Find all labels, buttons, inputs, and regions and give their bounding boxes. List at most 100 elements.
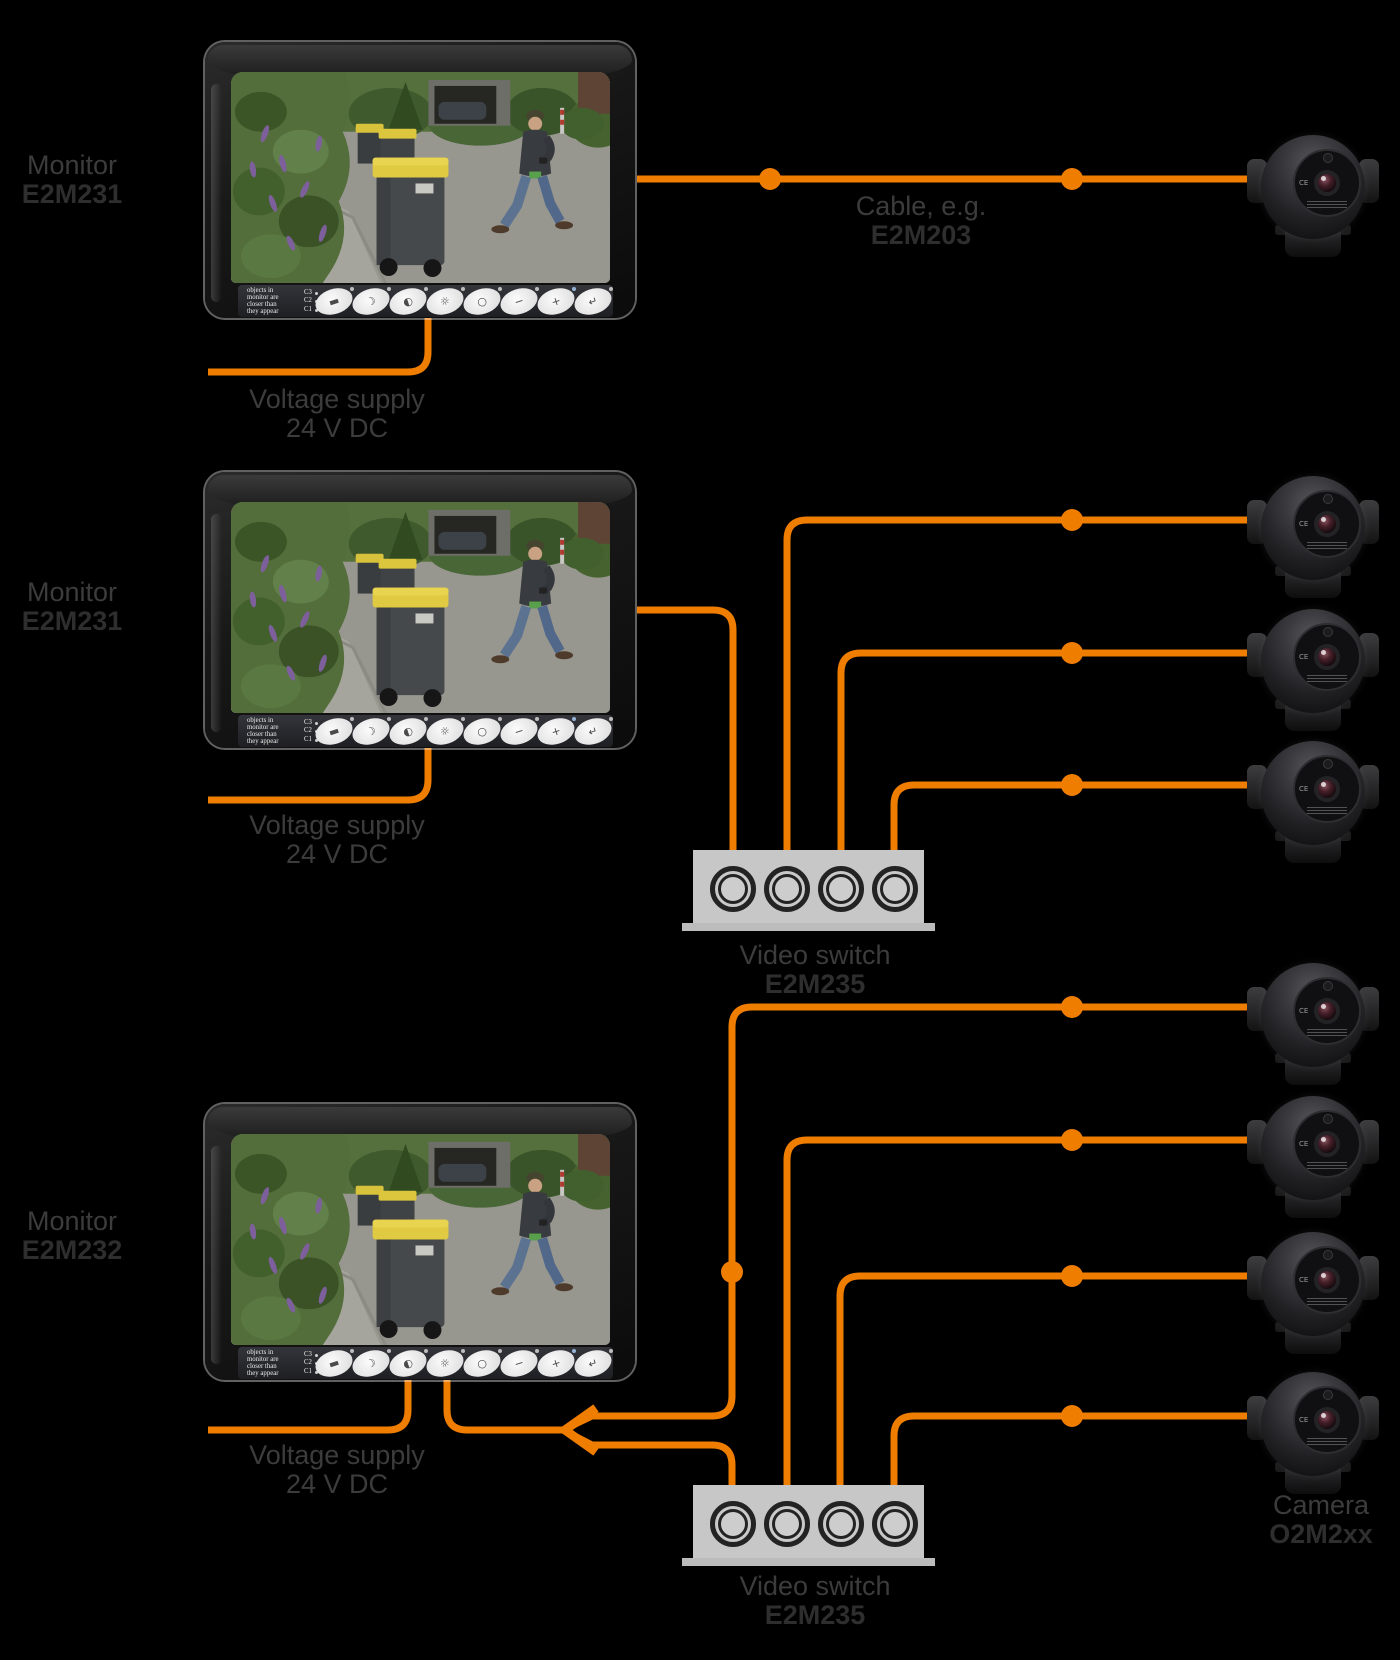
monitor-button-enter[interactable]: ↵	[571, 283, 615, 320]
monitor-2-type: Monitor	[26, 577, 118, 607]
warning-line: objects in	[247, 287, 274, 294]
monitor-button-plus[interactable]: +	[534, 283, 578, 320]
monitor-button-brightness[interactable]: ☼	[423, 713, 467, 750]
monitor-housing: objects in monitor are closer than they …	[205, 472, 635, 750]
monitor-button-display[interactable]: ▬	[312, 283, 356, 320]
video-switch-base	[682, 1558, 935, 1566]
button-led	[387, 717, 391, 721]
warning-line: closer than	[247, 1363, 277, 1371]
monitor-button-enter[interactable]: ↵	[571, 1345, 615, 1382]
switch2-port-3[interactable]	[818, 1501, 864, 1547]
monitor-button-night[interactable]: ☽	[349, 713, 393, 750]
switch1-port-4[interactable]	[872, 866, 918, 912]
label-cable: Cable, e.g. E2M203	[841, 192, 1001, 250]
enter-icon: ↵	[586, 723, 600, 740]
button-led	[498, 287, 502, 291]
port-socket	[880, 1509, 910, 1539]
ce-mark: CE	[1299, 653, 1309, 661]
button-led-active	[572, 1349, 576, 1353]
connector-dot	[759, 168, 781, 190]
port-socket	[772, 1509, 802, 1539]
monitor-button-minus[interactable]: −	[497, 283, 541, 320]
monitor-button-display[interactable]: ▬	[312, 713, 356, 750]
monitor-button-contrast[interactable]: ◐	[386, 1345, 430, 1382]
wire-switch2-port4-to-camera	[890, 1412, 1250, 1503]
camera-code: O2M2xx	[1269, 1519, 1373, 1549]
monitor-button-display[interactable]: ▬	[312, 1345, 356, 1382]
channel-led	[314, 1353, 318, 1357]
channel-row: C3	[304, 719, 318, 727]
camera-label-plate	[1307, 1298, 1347, 1307]
monitor-control-panel: objects in monitor are closer than they …	[238, 283, 615, 320]
switch1-port-3[interactable]	[818, 866, 864, 912]
monitor-button-contrast[interactable]: ◐	[386, 283, 430, 320]
monitor-button-minus[interactable]: −	[497, 1345, 541, 1382]
monitor-button-plus[interactable]: +	[534, 713, 578, 750]
cables	[208, 175, 1250, 1503]
connector-dots	[721, 168, 1083, 1427]
camera-lens-icon	[1314, 1131, 1340, 1157]
monitor-button-brightness[interactable]: ☼	[423, 1345, 467, 1382]
contrast-icon: ◐	[401, 1355, 415, 1372]
monitor-e2m231-top: objects in monitor are closer than they …	[205, 42, 635, 320]
channel-label: C1	[304, 1367, 312, 1375]
camera-lens-icon	[1314, 1407, 1340, 1433]
switch2-port-2[interactable]	[764, 1501, 810, 1547]
label-switch-2: Video switch E2M235	[715, 1572, 915, 1630]
warning-line: they appear	[247, 308, 279, 316]
camera-label-plate	[1307, 542, 1347, 551]
warning-line: they appear	[247, 1370, 279, 1378]
ce-mark: CE	[1299, 1140, 1309, 1148]
port-socket	[718, 874, 748, 904]
warning-line: closer than	[247, 301, 277, 309]
monitor-button-menu[interactable]: ○	[460, 713, 504, 750]
monitor-button-minus[interactable]: −	[497, 713, 541, 750]
wire-switch2-port2-to-camera	[783, 1136, 1250, 1503]
monitor-button-menu[interactable]: ○	[460, 1345, 504, 1382]
label-monitor-1: Monitor E2M231	[2, 151, 142, 209]
wire-switch1-port4-to-camera	[890, 781, 1250, 868]
monitor-3-code: E2M232	[21, 1235, 123, 1265]
connector-dot	[1061, 1129, 1083, 1151]
button-led	[350, 287, 354, 291]
camera-mid-3: CE	[1247, 741, 1379, 863]
button-led	[535, 287, 539, 291]
monitor-button-contrast[interactable]: ◐	[386, 713, 430, 750]
button-led	[387, 1349, 391, 1353]
switch1-port-2[interactable]	[764, 866, 810, 912]
switch1-port-1[interactable]	[710, 866, 756, 912]
channel-label: C1	[304, 735, 312, 743]
warning-line: monitor are	[247, 1356, 279, 1364]
camera-screw	[1323, 494, 1333, 504]
monitor-button-brightness[interactable]: ☼	[423, 283, 467, 320]
monitor-edge-highlight	[211, 1146, 222, 1364]
camera-lens-icon	[1314, 1267, 1340, 1293]
camera-lens-icon	[1314, 511, 1340, 537]
switch2-port-1[interactable]	[710, 1501, 756, 1547]
brightness-icon: ☼	[438, 723, 452, 740]
monitor-housing: objects in monitor are closer than they …	[205, 42, 635, 320]
cable-caption: Cable, e.g.	[855, 191, 987, 221]
switch2-port-4[interactable]	[872, 1501, 918, 1547]
label-camera-group: Camera O2M2xx	[1243, 1491, 1399, 1549]
channel-row: C3	[304, 1351, 318, 1359]
enter-icon: ↵	[586, 1355, 600, 1372]
monitor-button-night[interactable]: ☽	[349, 283, 393, 320]
monitor-button-menu[interactable]: ○	[460, 283, 504, 320]
button-led	[609, 717, 613, 721]
button-led	[498, 717, 502, 721]
camera-bottom-1: CE	[1247, 963, 1379, 1085]
camera-bottom-2: CE	[1247, 1096, 1379, 1218]
label-monitor-3: Monitor E2M232	[2, 1207, 142, 1265]
connector-dot	[1061, 774, 1083, 796]
warning-line: objects in	[247, 717, 274, 724]
plus-icon: +	[549, 1355, 563, 1372]
monitor-button-enter[interactable]: ↵	[571, 713, 615, 750]
menu-icon: ○	[475, 293, 489, 310]
contrast-icon: ◐	[401, 723, 415, 740]
monitor-button-night[interactable]: ☽	[349, 1345, 393, 1382]
monitor-button-plus[interactable]: +	[534, 1345, 578, 1382]
switch-2-code: E2M235	[764, 1600, 866, 1630]
button-led	[498, 1349, 502, 1353]
monitor-screen-photo	[231, 1134, 610, 1345]
